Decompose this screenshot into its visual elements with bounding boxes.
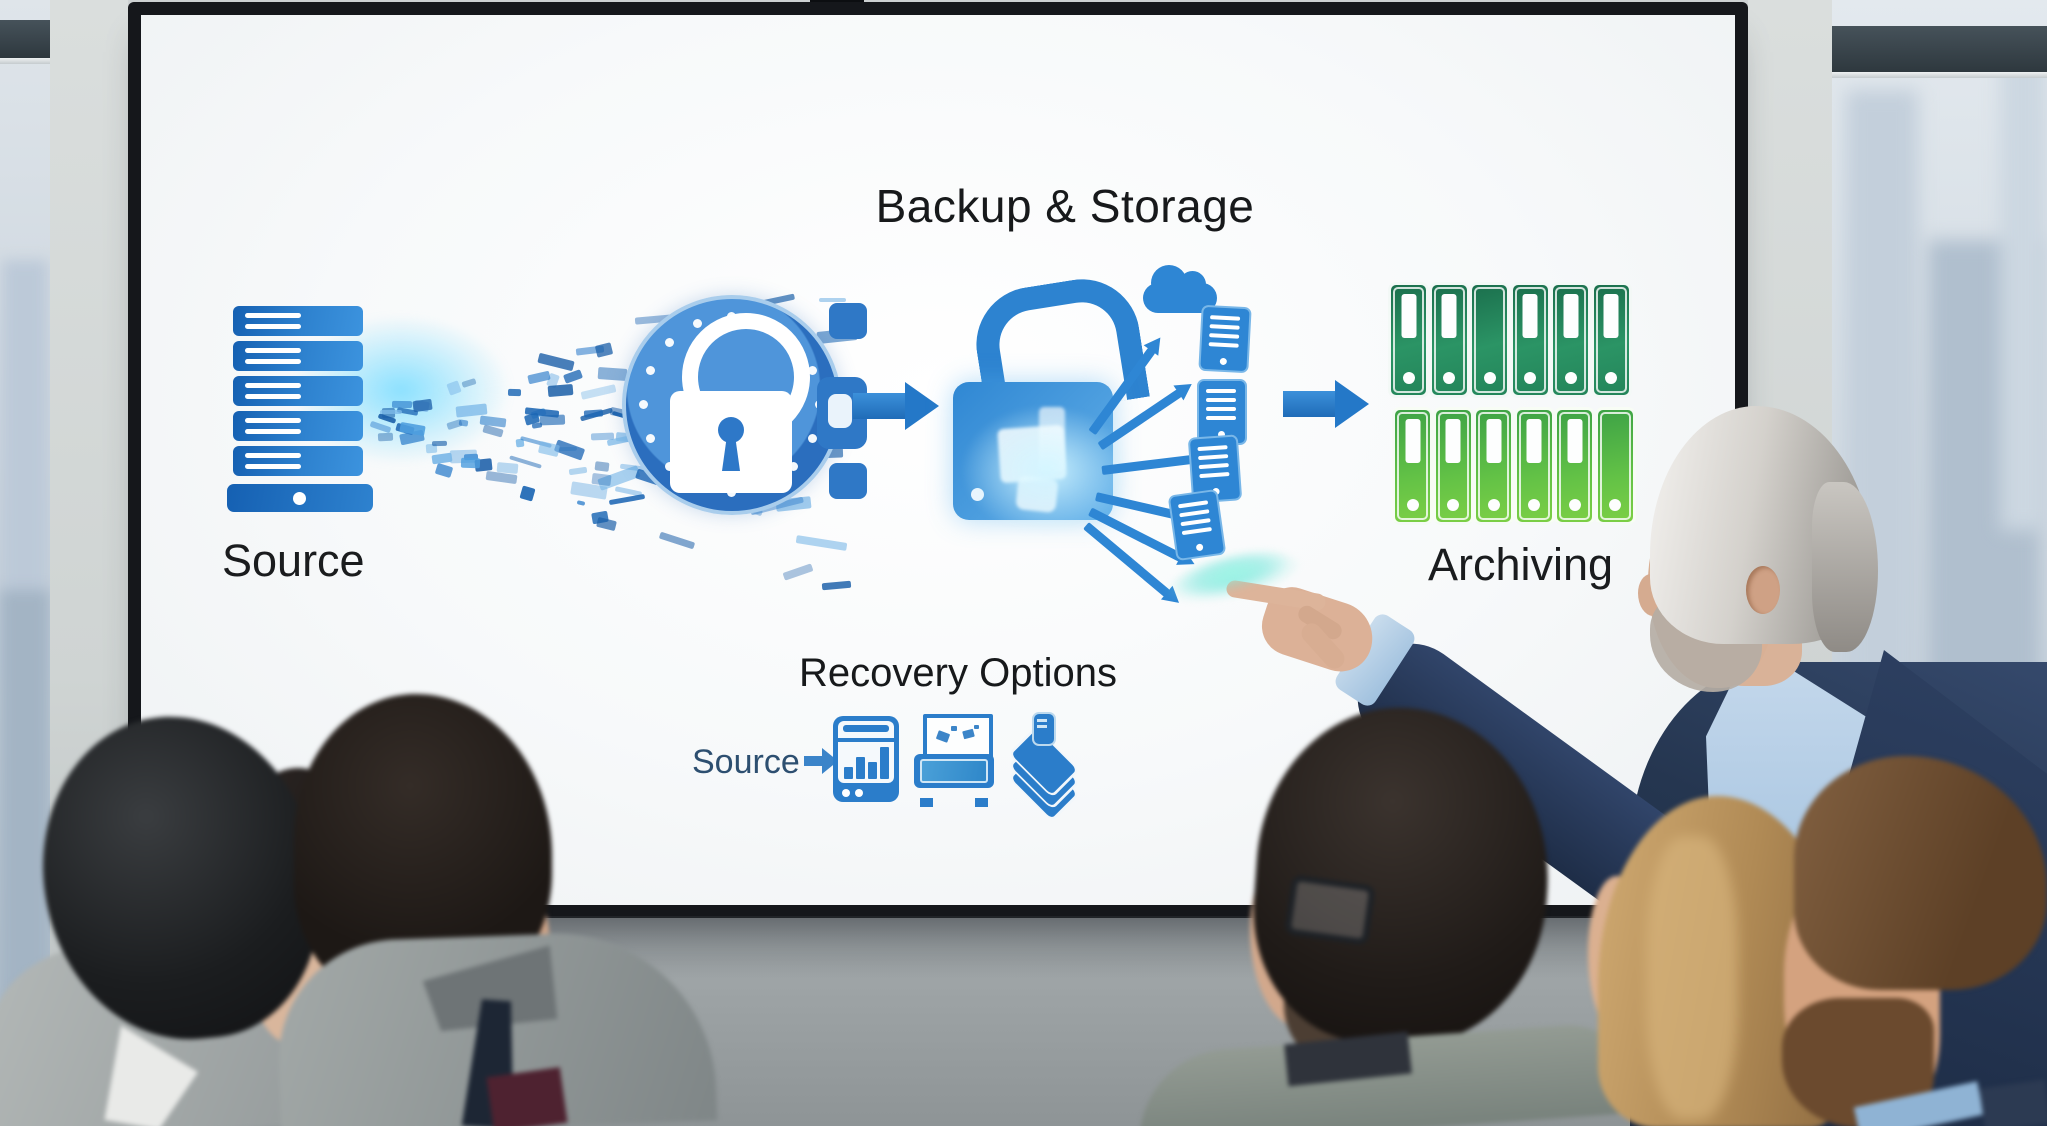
vault-hinge-top: [829, 303, 867, 339]
vault-rivet: [664, 337, 674, 347]
vault-rivet: [808, 433, 818, 443]
presenter-ear: [1746, 566, 1780, 614]
archiving-label: Archiving: [1428, 539, 1614, 590]
data-particle: [380, 410, 403, 415]
server-slat: [233, 411, 363, 441]
data-particle: [431, 441, 447, 447]
archive-binder: [1590, 282, 1632, 398]
server-slat: [233, 446, 363, 476]
server-slat: [233, 376, 363, 406]
data-particle: [547, 384, 574, 398]
data-particle: [659, 531, 696, 550]
data-particle: [583, 409, 604, 418]
data-particle: [568, 466, 588, 476]
archive-binder: [1432, 407, 1474, 525]
data-particle: [594, 342, 614, 358]
archive-binder: [1392, 407, 1433, 525]
data-particle: [562, 369, 583, 384]
data-particle: [508, 388, 522, 397]
device-tablet-icon: [1198, 304, 1252, 374]
window-frame-glint: [1832, 72, 2047, 78]
stacked-layers-icon: [1007, 712, 1081, 823]
vault-rivet: [664, 462, 674, 472]
source-label: Source: [222, 535, 365, 586]
archive-binder: [1550, 282, 1591, 398]
data-particle: [821, 580, 852, 591]
recovery-title: Recovery Options: [799, 651, 1117, 695]
data-particle: [591, 472, 612, 487]
data-particle: [819, 298, 847, 303]
vault-rivet: [645, 433, 655, 443]
archive-binder: [1509, 282, 1551, 398]
data-particle: [580, 384, 617, 401]
vault-rivet: [789, 462, 799, 472]
window-frame-left: [0, 20, 52, 58]
presenter-hair-back: [1812, 482, 1878, 652]
data-particle: [591, 432, 615, 441]
vault-rivet: [639, 400, 648, 409]
data-particle: [596, 516, 618, 532]
window-frame-right: [1832, 26, 2047, 72]
data-particle: [536, 352, 575, 372]
jacket-corner: [1979, 1079, 2047, 1126]
archive-binder: [1513, 407, 1555, 525]
vault-hinge-bottom: [829, 463, 867, 499]
data-particle: [576, 499, 586, 506]
archive-binder: [1428, 282, 1470, 398]
report-chart-icon: [833, 716, 899, 802]
data-particle: [377, 432, 393, 442]
arrow-right-icon: [853, 382, 939, 430]
keyhole-icon: [722, 435, 740, 471]
device-tablet-icon: [1197, 379, 1247, 445]
archive-binder: [1473, 407, 1514, 525]
window-frame-glint: [0, 58, 52, 64]
window-left: [0, 0, 50, 1126]
vault-lock-icon: [622, 295, 842, 515]
data-particle: [597, 367, 627, 382]
recovery-source-label: Source: [692, 743, 800, 781]
device-tablet-icon: [1167, 488, 1227, 562]
data-particle: [519, 485, 536, 502]
data-particle: [594, 460, 610, 472]
data-particle: [795, 534, 848, 551]
data-particle: [460, 457, 481, 469]
server-power-dot: [293, 492, 306, 505]
data-particle: [434, 463, 454, 479]
hair: [1794, 756, 2047, 990]
archive-binder: [1594, 407, 1636, 525]
vault-rivet: [693, 318, 703, 328]
arrow-right-icon: [1283, 380, 1369, 428]
archive-binder: [1554, 407, 1595, 525]
display-board-icon: [914, 714, 994, 807]
server-slat: [233, 306, 363, 336]
data-particle: [431, 453, 453, 465]
inner-shirt: [486, 1067, 568, 1126]
data-particle: [608, 494, 646, 506]
vault-rivet: [645, 366, 655, 376]
vault-rivet: [808, 366, 818, 376]
hair-highlight: [1646, 836, 1738, 1120]
data-particle: [782, 563, 814, 582]
archive-binder: [1469, 282, 1510, 398]
data-particle: [532, 422, 543, 429]
glasses-icon: [1284, 874, 1376, 946]
building-silhouette: [2000, 50, 2047, 530]
archive-binder: [1388, 282, 1429, 398]
slide-title: Backup & Storage: [875, 180, 1255, 232]
building-silhouette: [0, 590, 50, 1010]
server-slat: [233, 341, 363, 371]
